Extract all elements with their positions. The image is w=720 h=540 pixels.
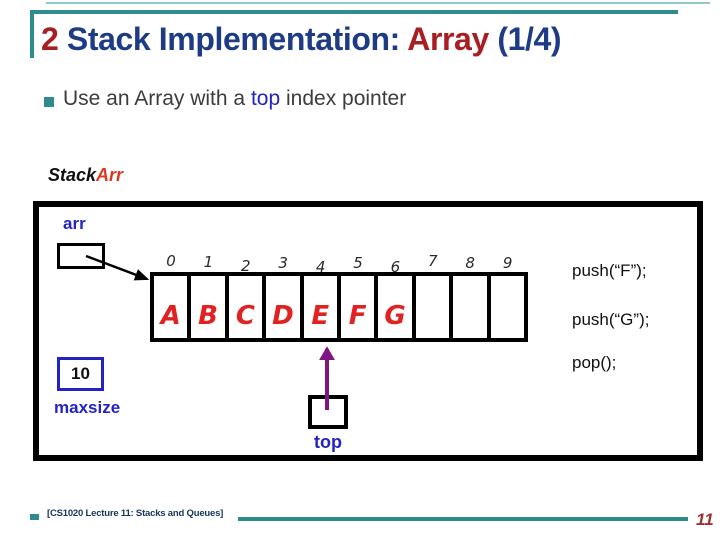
footer-source: [CS1020 Lecture 11: Stacks and Queues]	[47, 508, 224, 519]
maxsize-value-box: 10	[57, 357, 104, 391]
title-left-rule	[30, 10, 34, 58]
top-pointer-box	[308, 395, 348, 429]
title-highlight: Array	[407, 21, 489, 57]
top-rule	[30, 10, 678, 14]
page-number: 11	[696, 510, 714, 529]
cell-value: B	[198, 301, 218, 331]
array-index: 0	[166, 252, 176, 270]
cell-value: F	[348, 301, 367, 331]
bullet-pre: Use an Array with a	[63, 87, 246, 110]
op-push-g: push(“G”);	[572, 310, 650, 329]
array-index: 8	[465, 254, 475, 272]
arr-label: arr	[63, 214, 86, 233]
title-number: 2	[41, 21, 59, 57]
arr-reference-box	[57, 243, 105, 269]
array-cell: E	[299, 272, 341, 342]
array-index: 5	[353, 254, 363, 272]
page-title: 2 Stack Implementation: Array (1/4)	[41, 21, 562, 58]
bullet-post: index pointer	[285, 87, 407, 110]
maxsize-label: maxsize	[54, 398, 121, 417]
title-main: Stack Implementation:	[66, 21, 400, 57]
array-index: 1	[203, 253, 214, 271]
array-cell: B	[187, 272, 229, 342]
cell-value: G	[384, 301, 406, 331]
cell-value: D	[272, 301, 294, 331]
array-index: 6	[390, 258, 401, 276]
op-push-f: push(“F”);	[572, 261, 647, 280]
array-cell	[411, 272, 454, 342]
bullet-text: Use an Array with a top index pointer	[63, 87, 406, 111]
array-index: 9	[502, 254, 513, 272]
array-index: 3	[278, 254, 288, 272]
array-cell: F	[336, 272, 379, 342]
array-cell: A	[150, 272, 192, 342]
cell-value: E	[311, 301, 330, 331]
array-cell: C	[224, 272, 267, 342]
bullet-square-icon	[44, 97, 54, 107]
top-label: top	[314, 432, 342, 452]
title-suffix: (1/4)	[497, 21, 562, 57]
array-cell	[449, 272, 491, 342]
array-index: 7	[428, 252, 438, 270]
footer-rule	[238, 517, 688, 521]
op-pop: pop();	[572, 353, 617, 372]
array-cell: D	[262, 272, 304, 342]
array-cell	[486, 272, 528, 342]
top-rule-thin	[46, 2, 710, 4]
array-cell: G	[374, 272, 416, 342]
bullet-keyword: top	[250, 87, 281, 110]
arr-part: Arr	[96, 165, 124, 185]
stack-part: Stack	[48, 165, 97, 185]
array-index: 2	[241, 257, 251, 275]
cell-value: A	[160, 301, 181, 331]
class-name-label: StackArr	[48, 165, 123, 186]
footer-bullet-icon	[30, 514, 39, 520]
array-index: 4	[315, 258, 326, 276]
cell-value: C	[235, 301, 256, 331]
